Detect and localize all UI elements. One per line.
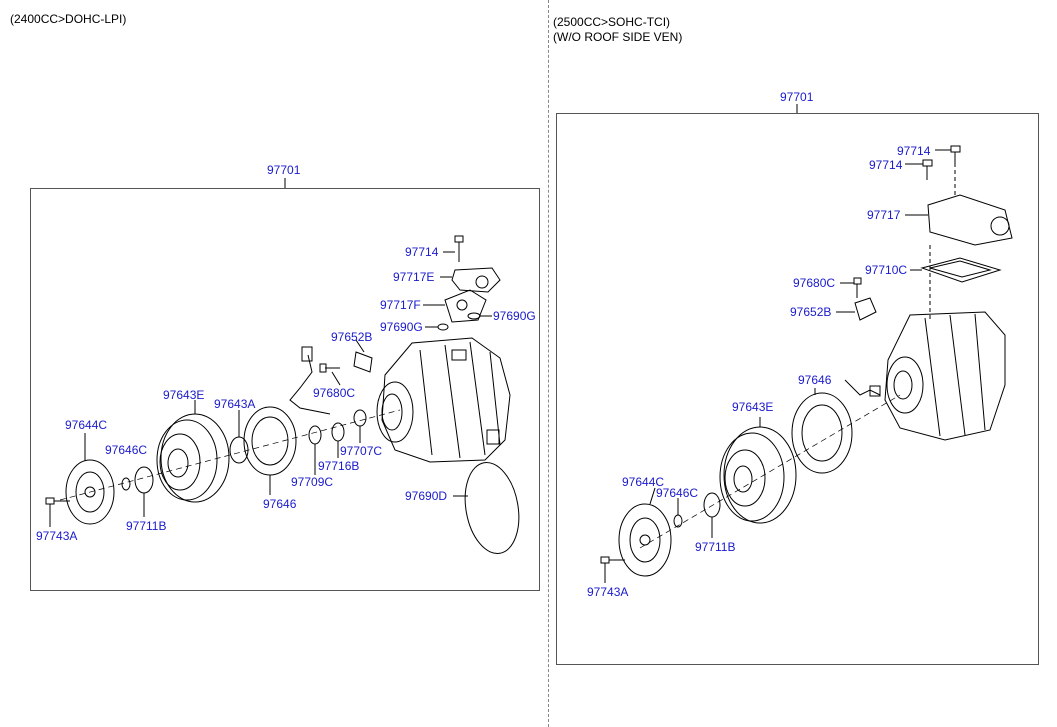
part-label-97717E[interactable]: 97717E — [393, 270, 435, 284]
part-label-97711B-right[interactable]: 97711B — [695, 540, 736, 554]
part-label-97643E-right[interactable]: 97643E — [732, 400, 774, 414]
left-assembly-frame — [30, 188, 540, 591]
pulley-right — [719, 417, 797, 524]
part-label-97743A-right[interactable]: 97743A — [587, 585, 629, 599]
right-variant-header-line2: (W/O ROOF SIDE VEN) — [553, 30, 683, 44]
part-label-97680C-left[interactable]: 97680C — [313, 386, 356, 400]
part-label-97690D[interactable]: 97690D — [405, 489, 448, 503]
pulley-left — [156, 400, 230, 503]
part-label-97690G-right[interactable]: 97690G — [493, 309, 536, 323]
assembly-label-right[interactable]: 97701 — [780, 90, 814, 104]
compressor-body-right — [884, 311, 1006, 441]
part-label-97743A-left[interactable]: 97743A — [36, 529, 78, 543]
part-label-97646-right[interactable]: 97646 — [798, 373, 832, 387]
part-label-97717F[interactable]: 97717F — [380, 298, 421, 312]
part-label-97716B[interactable]: 97716B — [318, 459, 360, 473]
assembly-label-left[interactable]: 97701 — [267, 163, 301, 177]
part-label-97652B-right[interactable]: 97652B — [790, 305, 832, 319]
part-label-97646C-left[interactable]: 97646C — [105, 443, 148, 457]
part-label-97644C-left[interactable]: 97644C — [65, 418, 108, 432]
right-variant-header-line1: (2500CC>SOHC-TCI) — [553, 15, 671, 29]
part-label-97714-right-top[interactable]: 97714 — [897, 144, 931, 158]
part-label-97714-left[interactable]: 97714 — [405, 245, 439, 259]
part-label-97646C-right[interactable]: 97646C — [656, 486, 699, 500]
right-assembly-frame — [556, 113, 1039, 665]
part-label-97652B-left[interactable]: 97652B — [331, 330, 373, 344]
part-label-97643E-left[interactable]: 97643E — [163, 388, 205, 402]
part-label-97717[interactable]: 97717 — [867, 208, 901, 222]
section-divider — [548, 0, 549, 727]
part-label-97711B-left[interactable]: 97711B — [126, 519, 167, 533]
part-label-97644C-right[interactable]: 97644C — [622, 475, 665, 489]
part-label-97714-right-second[interactable]: 97714 — [869, 158, 903, 172]
bolt-97714-left — [443, 235, 464, 262]
part-label-97707C[interactable]: 97707C — [340, 444, 383, 458]
part-label-97646-left[interactable]: 97646 — [263, 497, 297, 511]
part-label-97643A[interactable]: 97643A — [214, 397, 256, 411]
part-label-97710C[interactable]: 97710C — [865, 263, 908, 277]
left-variant-header: (2400CC>DOHC-LPI) — [10, 12, 127, 26]
part-label-97680C-right[interactable]: 97680C — [793, 276, 836, 290]
compressor-body-left — [376, 337, 511, 463]
part-label-97690G-left[interactable]: 97690G — [380, 320, 423, 334]
part-label-97709C[interactable]: 97709C — [291, 475, 334, 489]
